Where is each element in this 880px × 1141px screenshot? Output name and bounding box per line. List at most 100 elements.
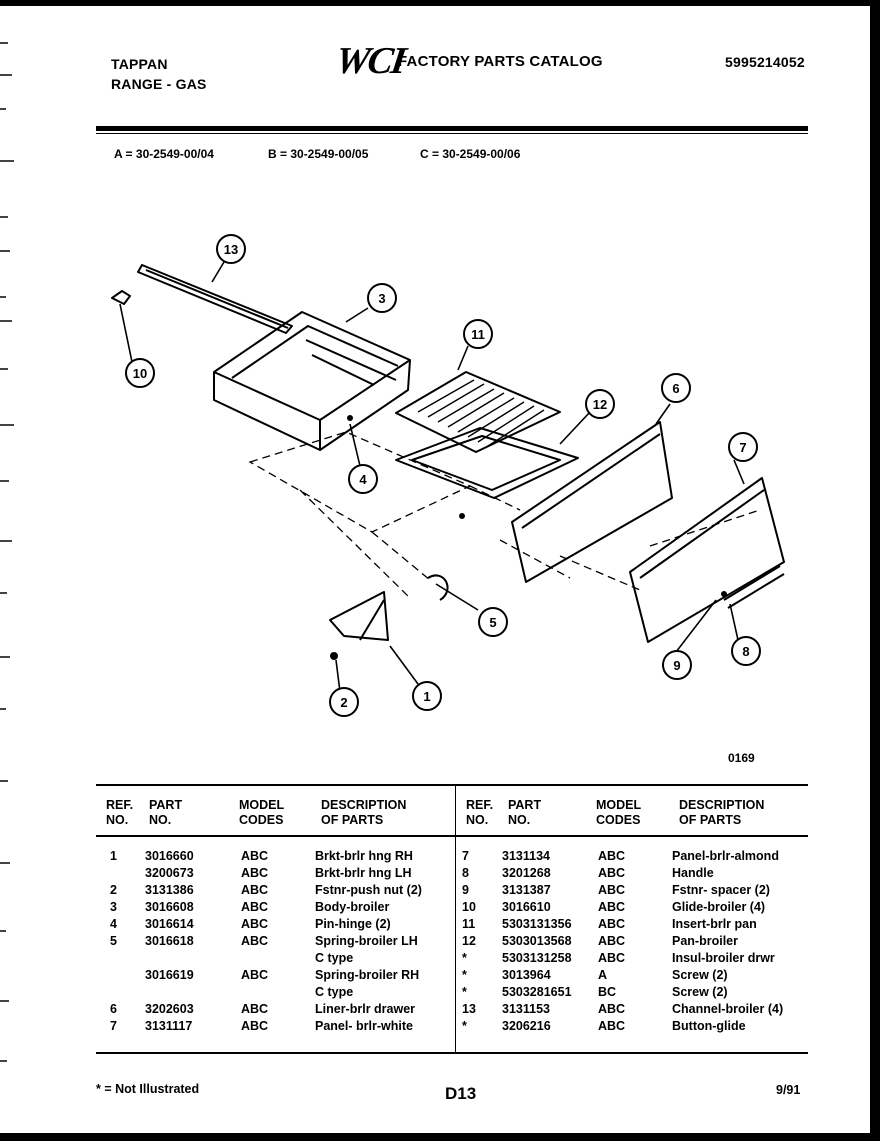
ref-cell: * xyxy=(462,951,467,965)
part-number-cell: 3016614 xyxy=(145,917,194,931)
ref-cell: 12 xyxy=(462,934,476,948)
callout-11: 11 xyxy=(463,319,493,349)
callout-4: 4 xyxy=(348,464,378,494)
ref-cell: 3 xyxy=(110,900,117,914)
part-number-cell: 3016660 xyxy=(145,849,194,863)
ref-cell: 5 xyxy=(110,934,117,948)
part-number-cell: 3013964 xyxy=(502,968,551,982)
ref-cell xyxy=(110,984,145,1001)
model-a: A = 30-2549-00/04 xyxy=(114,147,214,161)
model-codes-cell: ABC xyxy=(241,1019,269,1033)
footnote-not-illustrated: * = Not Illustrated xyxy=(96,1082,200,1096)
part-number-cell: 5303131356 xyxy=(502,917,572,931)
broiler-pan-insert xyxy=(395,371,561,453)
drawer-panel xyxy=(629,477,785,643)
description-cell: Screw (2) xyxy=(672,985,728,999)
part-number-cell: 3016608 xyxy=(145,900,194,914)
page-border-top xyxy=(0,0,880,6)
description-cell: Panel- brlr-white xyxy=(315,1019,413,1033)
model-codes-cell: ABC xyxy=(598,883,626,897)
assembly-guide-lines xyxy=(248,431,761,599)
ref-cell: 7 xyxy=(462,849,469,863)
part-number-cell: 3200673 xyxy=(145,866,194,880)
svg-text:9: 9 xyxy=(673,658,680,673)
model-codes-cell: ABC xyxy=(241,917,269,931)
bracket xyxy=(329,591,389,641)
part-number-cell: 3131117 xyxy=(145,1019,193,1033)
ref-cell: 2 xyxy=(110,883,117,897)
part-number-cell: 3016618 xyxy=(145,934,194,948)
product-type: RANGE - GAS xyxy=(111,76,207,92)
callout-12: 12 xyxy=(585,389,615,419)
model-codes-cell: ABC xyxy=(598,951,626,965)
catalog-title: FACTORY PARTS CATALOG xyxy=(398,53,603,70)
part-number-cell: 5303281651 xyxy=(502,985,572,999)
page-border-right xyxy=(870,0,880,1141)
model-codes-cell: ABC xyxy=(598,917,626,931)
ref-cell: 10 xyxy=(462,900,476,914)
page-number: D13 xyxy=(445,1084,477,1103)
callout-1: 1 xyxy=(412,681,442,711)
description-cell: Spring-broiler RH xyxy=(315,968,420,982)
svg-text:10: 10 xyxy=(133,366,147,381)
description-cell: Insul-broiler drwr xyxy=(672,951,775,965)
part-number-cell: 3206216 xyxy=(502,1019,551,1033)
table-row: C type xyxy=(110,984,445,1001)
description-cell: Brkt-brlr hng LH xyxy=(315,866,412,880)
description-cell: Body-broiler xyxy=(315,900,390,914)
table-row: C type xyxy=(110,950,445,967)
description-cell: Glide-broiler (4) xyxy=(672,900,766,914)
handle xyxy=(723,565,785,609)
description-cell: Handle xyxy=(672,866,714,880)
model-b: B = 30-2549-00/05 xyxy=(268,147,369,161)
broiler-channel xyxy=(137,264,293,334)
model-codes-cell: ABC xyxy=(598,849,626,863)
model-codes-cell: ABC xyxy=(241,934,269,948)
svg-text:11: 11 xyxy=(471,327,485,342)
callout-8: 8 xyxy=(731,636,761,666)
model-codes-cell: BC xyxy=(598,985,617,999)
col-ref: REF.NO. xyxy=(106,798,134,827)
part-number-cell: 3016610 xyxy=(502,900,551,914)
part-number-cell: 3016619 xyxy=(145,968,194,982)
model-codes-cell: ABC xyxy=(598,1019,626,1033)
model-codes-cell: ABC xyxy=(598,866,626,880)
table-rule-bottom xyxy=(96,1052,808,1054)
spring xyxy=(427,574,449,601)
ref-cell xyxy=(110,865,145,882)
description-cell: Pin-hinge (2) xyxy=(315,917,391,931)
ref-cell: 7 xyxy=(110,1019,117,1033)
part-number-cell: 5303013568 xyxy=(502,934,572,948)
model-codes-cell: A xyxy=(598,968,608,982)
callouts: 13 3 11 10 12 6 7 4 5 2 1 9 8 xyxy=(125,234,761,717)
ref-cell: 6 xyxy=(110,1002,117,1016)
model-codes-cell: ABC xyxy=(241,968,269,982)
svg-text:1: 1 xyxy=(423,689,430,704)
part-number-cell: 3131386 xyxy=(145,883,194,897)
ref-cell: 9 xyxy=(462,883,469,897)
model-codes-cell xyxy=(241,950,315,967)
figure-number: 0169 xyxy=(728,751,755,765)
model-codes-cell: ABC xyxy=(598,1002,626,1016)
callout-7: 7 xyxy=(728,432,758,462)
model-codes-cell: ABC xyxy=(241,900,269,914)
wci-logo: WCI xyxy=(333,40,407,82)
callout-10: 10 xyxy=(125,358,155,388)
